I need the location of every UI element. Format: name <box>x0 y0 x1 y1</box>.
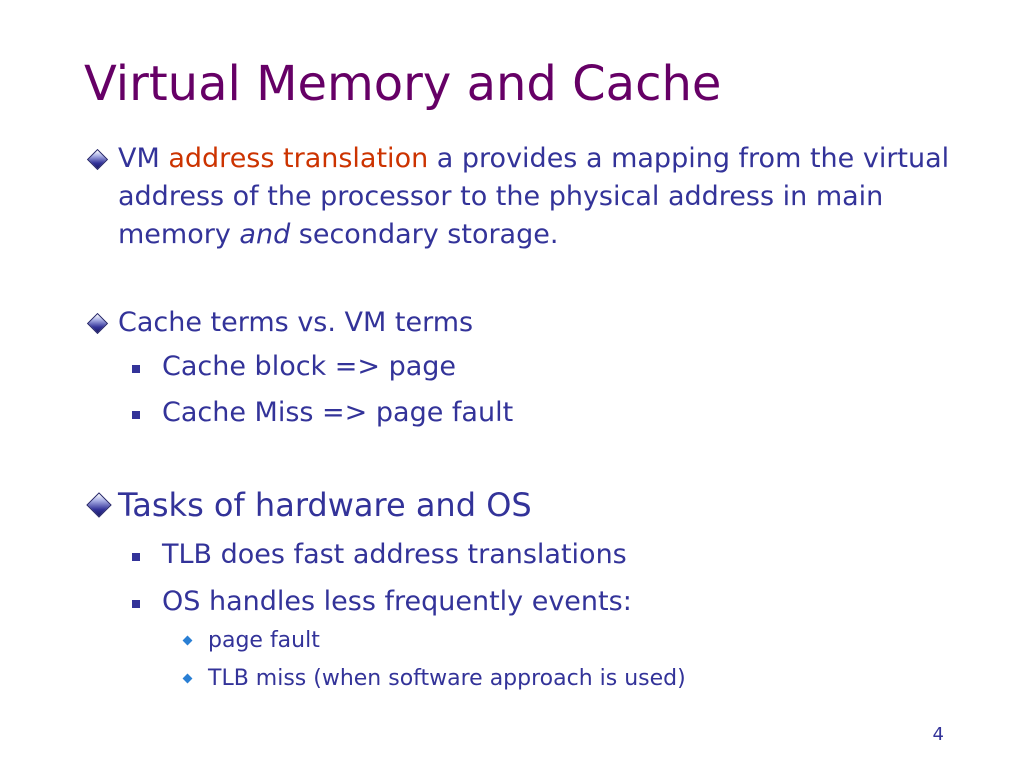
sub-bullet-text: Cache block => page <box>162 351 457 382</box>
bullet-text: Cache terms vs. VM terms <box>118 307 474 338</box>
bullet-text: VM address translation a provides a mapp… <box>118 140 958 254</box>
diamond-bullet-icon <box>86 148 109 171</box>
bullet-tail: secondary storage. <box>290 219 559 250</box>
sub-bullet-text: Cache Miss => page fault <box>162 397 514 428</box>
sub-bullet-text: OS handles less frequently events: <box>162 586 632 617</box>
diamond-bullet-icon <box>86 492 112 518</box>
square-bullet-icon <box>132 553 140 561</box>
highlight-term: address translation <box>168 143 429 174</box>
square-bullet-icon <box>132 365 140 373</box>
sub-sub-bullet-text: TLB miss (when software approach is used… <box>208 666 686 691</box>
diamond-bullet-icon <box>86 312 109 335</box>
bullet-mid: a provides a mapping from the virtual ad… <box>118 143 950 250</box>
sub-sub-bullet-text: page fault <box>208 628 320 653</box>
square-bullet-icon <box>132 411 140 419</box>
square-bullet-icon <box>132 600 140 608</box>
sub-bullet-text: TLB does fast address translations <box>162 539 627 570</box>
italic-word: and <box>239 219 291 250</box>
small-diamond-bullet-icon <box>182 673 193 684</box>
bullet-lead: VM <box>118 143 169 174</box>
bullet-text: Tasks of hardware and OS <box>118 486 532 524</box>
small-diamond-bullet-icon <box>182 635 193 646</box>
page-number: 4 <box>932 724 944 745</box>
slide-title: Virtual Memory and Cache <box>84 56 722 112</box>
